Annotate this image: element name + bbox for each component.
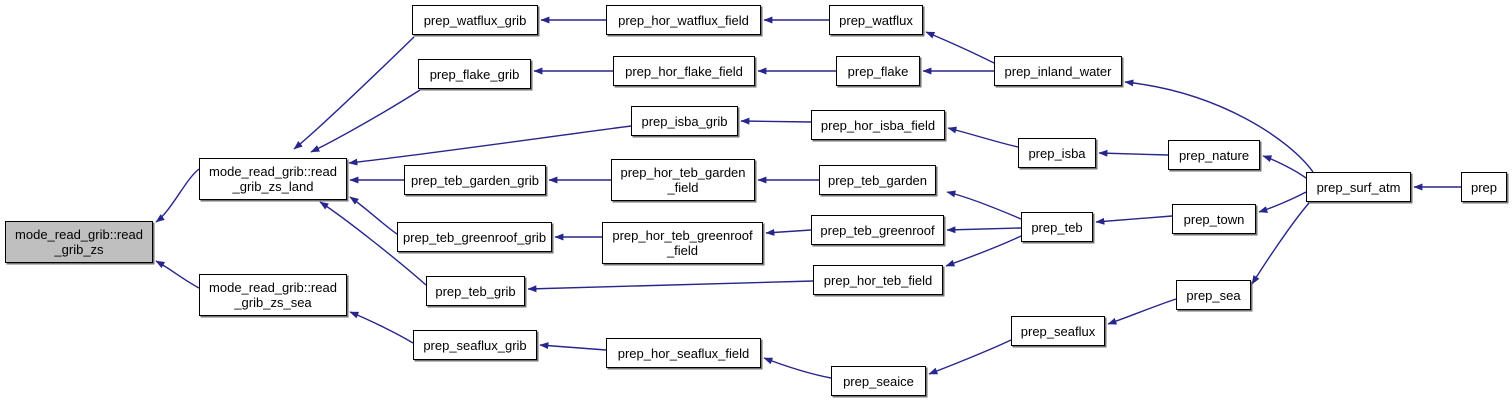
- graph-node-read_grib_zs_land[interactable]: mode_read_grib::read _grib_zs_land: [199, 158, 347, 200]
- graph-node-prep_teb_grib[interactable]: prep_teb_grib: [426, 276, 525, 306]
- graph-edge: [539, 342, 607, 351]
- graph-node-read_grib_zs_sea[interactable]: mode_read_grib::read _grib_zs_sea: [199, 274, 347, 316]
- graph-node-prep_seaice[interactable]: prep_seaice: [831, 366, 926, 396]
- graph-edge: [349, 196, 398, 235]
- graph-node-read_grib_zs[interactable]: mode_read_grib::read _grib_zs: [5, 221, 153, 263]
- graph-edge: [1251, 202, 1310, 285]
- graph-edge: [155, 168, 200, 223]
- graph-edge: [348, 125, 632, 166]
- graph-edge: [947, 126, 1019, 148]
- graph-node-prep_teb[interactable]: prep_teb: [1021, 212, 1093, 242]
- graph-edge: [1095, 215, 1173, 225]
- graph-edge: [763, 357, 832, 379]
- graph-edge: [928, 339, 1012, 375]
- graph-node-prep_flake[interactable]: prep_flake: [836, 56, 920, 86]
- graph-edge: [740, 117, 812, 125]
- graph-edge: [310, 89, 421, 153]
- graph-node-prep_hor_teb_garden_field[interactable]: prep_hor_teb_garden _field: [611, 159, 755, 201]
- graph-node-prep_teb_greenroof_grib[interactable]: prep_teb_greenroof_grib: [397, 222, 552, 252]
- graph-edge: [1262, 155, 1307, 179]
- graph-node-prep_hor_teb_field[interactable]: prep_hor_teb_field: [813, 265, 943, 295]
- graph-node-prep_flake_grib[interactable]: prep_flake_grib: [418, 59, 531, 89]
- graph-edge: [946, 190, 1022, 220]
- graph-node-prep_seaflux_grib[interactable]: prep_seaflux_grib: [413, 330, 537, 360]
- graph-node-prep_teb_garden_grib[interactable]: prep_teb_garden_grib: [404, 165, 546, 195]
- graph-node-prep_nature[interactable]: prep_nature: [1168, 140, 1260, 170]
- graph-node-prep_isba[interactable]: prep_isba: [1018, 138, 1096, 168]
- graph-edge: [293, 36, 415, 150]
- graph-edge: [945, 235, 1022, 267]
- graph-node-prep_watflux[interactable]: prep_watflux: [829, 5, 923, 35]
- graph-node-prep_teb_garden[interactable]: prep_teb_garden: [819, 165, 936, 195]
- graph-node-prep_teb_greenroof[interactable]: prep_teb_greenroof: [811, 215, 944, 245]
- graph-edge: [1258, 191, 1307, 213]
- graph-node-prep_hor_isba_field[interactable]: prep_hor_isba_field: [811, 110, 945, 140]
- graph-node-prep_sea[interactable]: prep_sea: [1176, 280, 1251, 310]
- graph-edge: [925, 31, 995, 64]
- graph-node-prep[interactable]: prep: [1461, 172, 1507, 202]
- graph-node-prep_hor_seaflux_field[interactable]: prep_hor_seaflux_field: [606, 338, 761, 368]
- graph-node-prep_hor_flake_field[interactable]: prep_hor_flake_field: [613, 56, 755, 86]
- graph-node-prep_inland_water[interactable]: prep_inland_water: [994, 56, 1122, 86]
- graph-edge: [527, 280, 814, 293]
- graph-edge: [946, 226, 1022, 234]
- graph-node-prep_isba_grib[interactable]: prep_isba_grib: [631, 106, 738, 136]
- graph-node-prep_seaflux[interactable]: prep_seaflux: [1011, 316, 1105, 346]
- graph-node-prep_hor_teb_greenroof_field[interactable]: prep_hor_teb_greenroof _field: [602, 222, 763, 264]
- graph-node-prep_town[interactable]: prep_town: [1172, 204, 1256, 234]
- graph-edge: [155, 260, 200, 289]
- graph-edge: [349, 311, 414, 344]
- graph-node-prep_surf_atm[interactable]: prep_surf_atm: [1306, 172, 1411, 202]
- graph-edge: [1098, 149, 1169, 157]
- graph-node-prep_hor_watflux_field[interactable]: prep_hor_watflux_field: [606, 5, 761, 35]
- graph-edge: [1107, 298, 1177, 325]
- graph-edge: [765, 228, 812, 236]
- graph-node-prep_watflux_grib[interactable]: prep_watflux_grib: [412, 5, 538, 35]
